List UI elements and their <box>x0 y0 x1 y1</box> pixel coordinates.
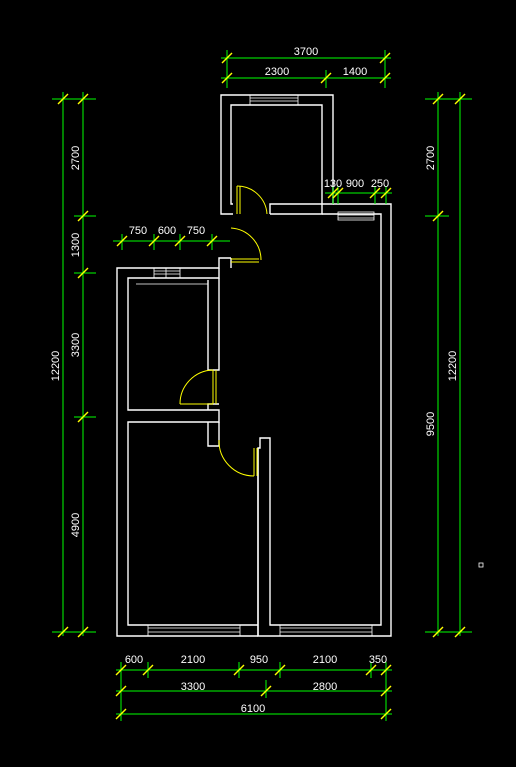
door-lower-room <box>218 439 258 477</box>
dim-small-b: 600 <box>158 225 176 237</box>
dim-right-1: 2700 <box>425 146 437 170</box>
dim-mid-b: 900 <box>346 178 364 190</box>
left-dimensions <box>52 92 96 638</box>
dim-top-right: 1400 <box>343 66 367 78</box>
door-upper-room <box>236 185 268 215</box>
upper-room-outer-wall <box>220 94 334 215</box>
right-dimensions <box>425 92 472 638</box>
windows <box>136 94 375 637</box>
dim-bottom-total: 6100 <box>241 703 265 715</box>
window-left-top <box>153 267 181 279</box>
bottom-dimensions <box>115 662 392 721</box>
dim-bottom-mid-a: 3300 <box>181 681 205 693</box>
top-dimensions <box>221 50 391 88</box>
door-corridor <box>230 227 262 263</box>
dim-left-2: 1300 <box>70 233 82 257</box>
dim-bottom-5: 350 <box>369 654 387 666</box>
dim-bottom-mid-b: 2800 <box>313 681 337 693</box>
dim-right-total: 12200 <box>447 351 459 382</box>
window-right-top <box>337 211 375 221</box>
dim-left-4: 4900 <box>70 513 82 537</box>
dim-bottom-3: 950 <box>250 654 268 666</box>
window-bottom-left <box>147 624 241 637</box>
doors <box>179 185 268 477</box>
dim-mid-c: 250 <box>371 178 389 190</box>
window-bottom-right <box>279 624 373 637</box>
dim-mid-a: 130 <box>324 178 342 190</box>
mid-top-dimensions <box>325 186 392 204</box>
right-room-outer-wall <box>257 203 392 637</box>
dim-bottom-1: 600 <box>125 654 143 666</box>
dim-left-3: 3300 <box>70 333 82 357</box>
marker-square <box>478 562 484 568</box>
dim-right-2: 9500 <box>425 412 437 436</box>
dim-small-c: 750 <box>187 225 205 237</box>
left-rooms-inner-wall <box>127 268 258 626</box>
dim-left-total: 12200 <box>50 351 62 382</box>
window-top <box>249 94 299 106</box>
dim-top-total: 3700 <box>294 46 318 58</box>
dim-bottom-2: 2100 <box>181 654 205 666</box>
dim-small-a: 750 <box>129 225 147 237</box>
dim-bottom-4: 2100 <box>313 654 337 666</box>
dim-left-1: 2700 <box>70 146 82 170</box>
dim-top-left: 2300 <box>265 66 289 78</box>
small-left-dimensions <box>113 234 230 250</box>
door-small-room <box>179 369 217 405</box>
middle-partition-bottom <box>207 422 220 447</box>
